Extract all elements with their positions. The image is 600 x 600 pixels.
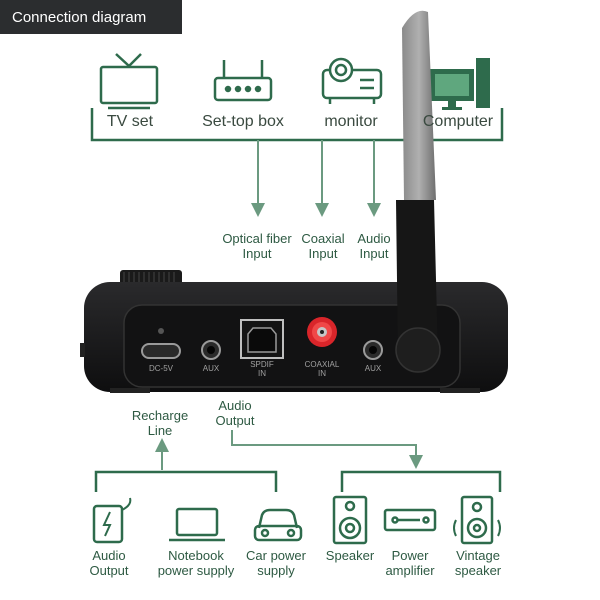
input-label-audio-line2: Input (359, 246, 389, 261)
port-label-dc: DC-5V (149, 364, 174, 373)
tv-icon (99, 53, 159, 110)
input-label-audio: Audio Input (357, 231, 390, 261)
port-label-coax-1: COAXIAL (305, 360, 340, 369)
vintage-speaker-icon (453, 495, 501, 545)
power-bracket (94, 470, 278, 492)
output-label-vintage: Vintage speaker (455, 548, 501, 578)
speaker-icon (332, 495, 368, 545)
output-label-speaker-1: Speaker (325, 548, 375, 563)
audio-output-label-2: Output (215, 413, 255, 428)
projector-icon (321, 57, 383, 104)
source-label-tv: TV set (106, 113, 154, 130)
diagram-title: Connection diagram (0, 0, 182, 34)
recharge-line-label: Recharge Line (132, 408, 188, 438)
aux-port-2 (363, 340, 383, 360)
coaxial-port (307, 317, 337, 347)
power-label-car-1: Car power (246, 548, 306, 563)
audio-output-label: Audio Output (215, 398, 254, 428)
output-label-amplifier: Power amplifier (385, 548, 434, 578)
recharge-line-label-2: Line (147, 423, 173, 438)
output-label-vintage-1: Vintage (456, 548, 500, 563)
input-label-coaxial-line2: Input (308, 246, 338, 261)
computer-icon (430, 58, 490, 110)
output-label-amplifier-1: Power (391, 548, 429, 563)
power-label-notebook: Notebook power supply (158, 548, 235, 578)
recharge-line-label-1: Recharge (131, 408, 189, 423)
car-icon (253, 508, 303, 542)
input-label-optical-line2: Input (242, 246, 272, 261)
power-bank-icon (92, 497, 132, 544)
port-label-spdif-2: IN (258, 369, 266, 378)
output-bracket (340, 470, 502, 492)
input-label-optical: Optical fiber Input (222, 231, 291, 261)
power-label-audio-output-2: Output (89, 563, 129, 578)
source-label-monitor: monitor (324, 113, 378, 130)
aux-port-1 (201, 340, 221, 360)
device-body (80, 270, 508, 392)
antenna (395, 10, 441, 373)
power-label-car-2: supply (257, 563, 295, 578)
output-label-vintage-2: speaker (454, 563, 502, 578)
top-bracket (90, 108, 504, 142)
power-label-notebook-2: power supply (157, 563, 235, 578)
amplifier-icon (383, 508, 437, 532)
input-label-optical-line1: Optical fiber (222, 231, 292, 246)
port-label-aux1: AUX (203, 364, 220, 373)
port-label-spdif-1: SPDIF (250, 360, 274, 369)
power-label-audio-output-1: Audio (92, 548, 126, 563)
spdif-port (240, 319, 284, 359)
output-label-speaker: Speaker (326, 548, 374, 563)
source-label-set-top-box: Set-top box (202, 113, 284, 130)
router-icon (213, 60, 273, 102)
port-label-aux2: AUX (365, 364, 382, 373)
source-label-computer: Computer (422, 113, 494, 130)
input-label-coaxial-line1: Coaxial (301, 231, 345, 246)
power-label-audio-output: Audio Output (89, 548, 128, 578)
input-label-coaxial: Coaxial Input (301, 231, 344, 261)
output-label-amplifier-2: amplifier (385, 563, 435, 578)
power-label-notebook-1: Notebook (168, 548, 224, 563)
port-label-coax-2: IN (318, 369, 326, 378)
input-label-audio-line1: Audio (357, 231, 391, 246)
laptop-icon (169, 507, 225, 542)
dc-port (141, 328, 181, 359)
power-label-car: Car power supply (246, 548, 306, 578)
audio-output-label-1: Audio (218, 398, 252, 413)
